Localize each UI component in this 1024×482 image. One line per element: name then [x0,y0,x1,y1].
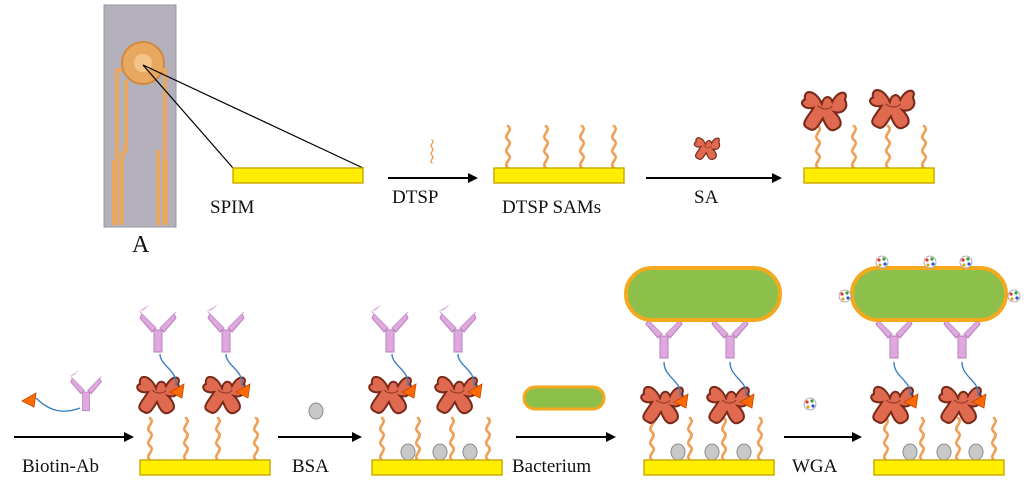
arrow-bsa [278,432,362,442]
arrow-sa [646,173,782,183]
zoom-line [142,64,234,169]
label-dtsp: DTSP [392,187,438,208]
bacterium-captured-structure [624,266,782,476]
arrow-biotin-ab [14,432,134,442]
dtsp-sams-structure [493,124,625,184]
biotinylated-antibody-icon [21,369,102,412]
label-biotin-ab: Biotin-Ab [22,456,99,477]
label-bsa: BSA [292,456,329,477]
antibody-bound-structure [136,303,271,476]
label-spim: SPIM [210,197,254,218]
bsa-blob-icon [308,402,324,420]
electrode-bar-spim [232,167,364,184]
wga-labeled-structure [838,255,1021,476]
cross-shaped-protein-icon [693,137,721,161]
arrow-bacterium [516,432,616,442]
sensor-chip-photo [103,4,177,228]
rod-bacterium-icon [522,385,606,411]
bsa-blocked-structure [368,303,503,476]
wga-molecule-icon [803,397,817,411]
streptavidin-bound-structure [800,89,935,184]
label-dtsp-sams: DTSP SAMs [502,197,601,218]
panel-label-a: A [132,232,150,258]
arrow-wga [784,432,862,442]
arrow-dtsp [388,173,478,183]
label-wga: WGA [792,456,838,477]
label-bacterium: Bacterium [512,456,591,477]
label-sa: SA [694,187,719,208]
wavy-linker-icon [430,139,434,164]
zoom-line [142,64,364,169]
